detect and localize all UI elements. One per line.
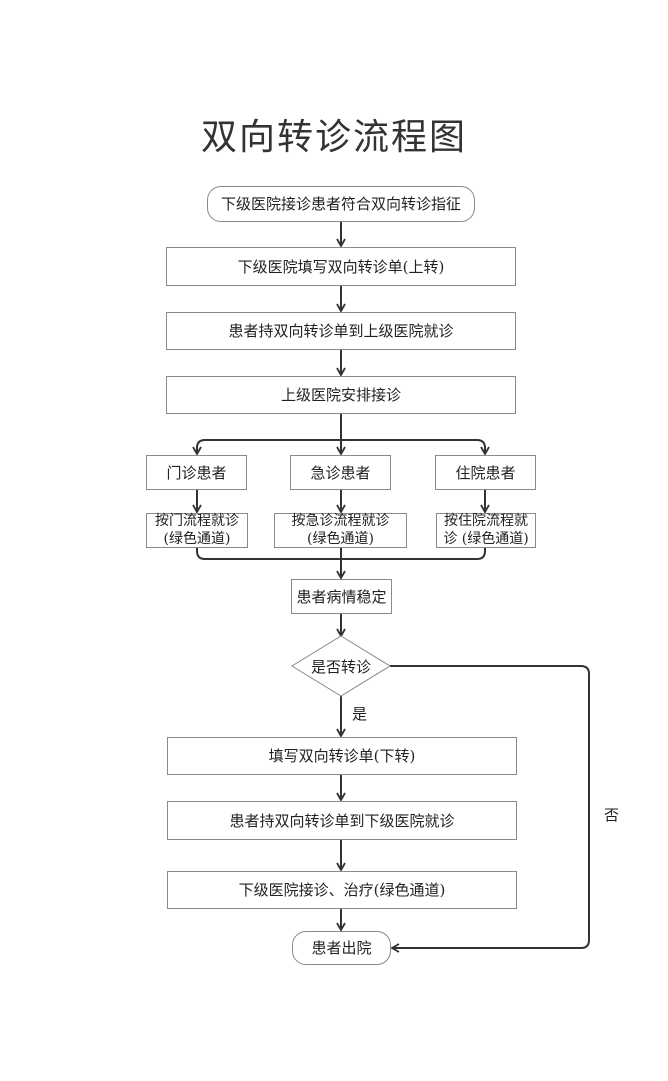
decision-diamond xyxy=(291,635,391,697)
node-arrange: 上级医院安排接诊 xyxy=(166,376,516,414)
node-start: 下级医院接诊患者符合双向转诊指征 xyxy=(207,186,475,222)
merge-connector xyxy=(196,548,486,560)
node-discharge: 患者出院 xyxy=(292,931,391,965)
node-to-lower: 患者持双向转诊单到下级医院就诊 xyxy=(167,801,517,840)
node-inpatient-flow: 按住院流程就 诊 (绿色通道) xyxy=(436,513,536,548)
node-fill-down: 填写双向转诊单(下转) xyxy=(167,737,517,775)
node-outpatient-flow: 按门流程就诊 (绿色通道) xyxy=(146,513,248,548)
node-inpatient: 住院患者 xyxy=(435,455,536,490)
decision-label: 是否转诊 xyxy=(310,657,371,676)
edge-label-yes: 是 xyxy=(352,705,368,723)
arrow-no xyxy=(390,665,590,953)
node-outpatient: 门诊患者 xyxy=(146,455,247,490)
node-to-upper: 患者持双向转诊单到上级医院就诊 xyxy=(166,312,516,350)
node-lower-treat: 下级医院接诊、治疗(绿色通道) xyxy=(167,871,517,909)
node-stable: 患者病情稳定 xyxy=(291,579,392,614)
node-emergency-flow: 按急诊流程就诊 (绿色通道) xyxy=(274,513,407,548)
node-emergency: 急诊患者 xyxy=(290,455,391,490)
page-title: 双向转诊流程图 xyxy=(200,117,467,158)
edge-label-no: 否 xyxy=(604,806,620,824)
node-fill-up: 下级医院填写双向转诊单(上转) xyxy=(166,247,516,286)
